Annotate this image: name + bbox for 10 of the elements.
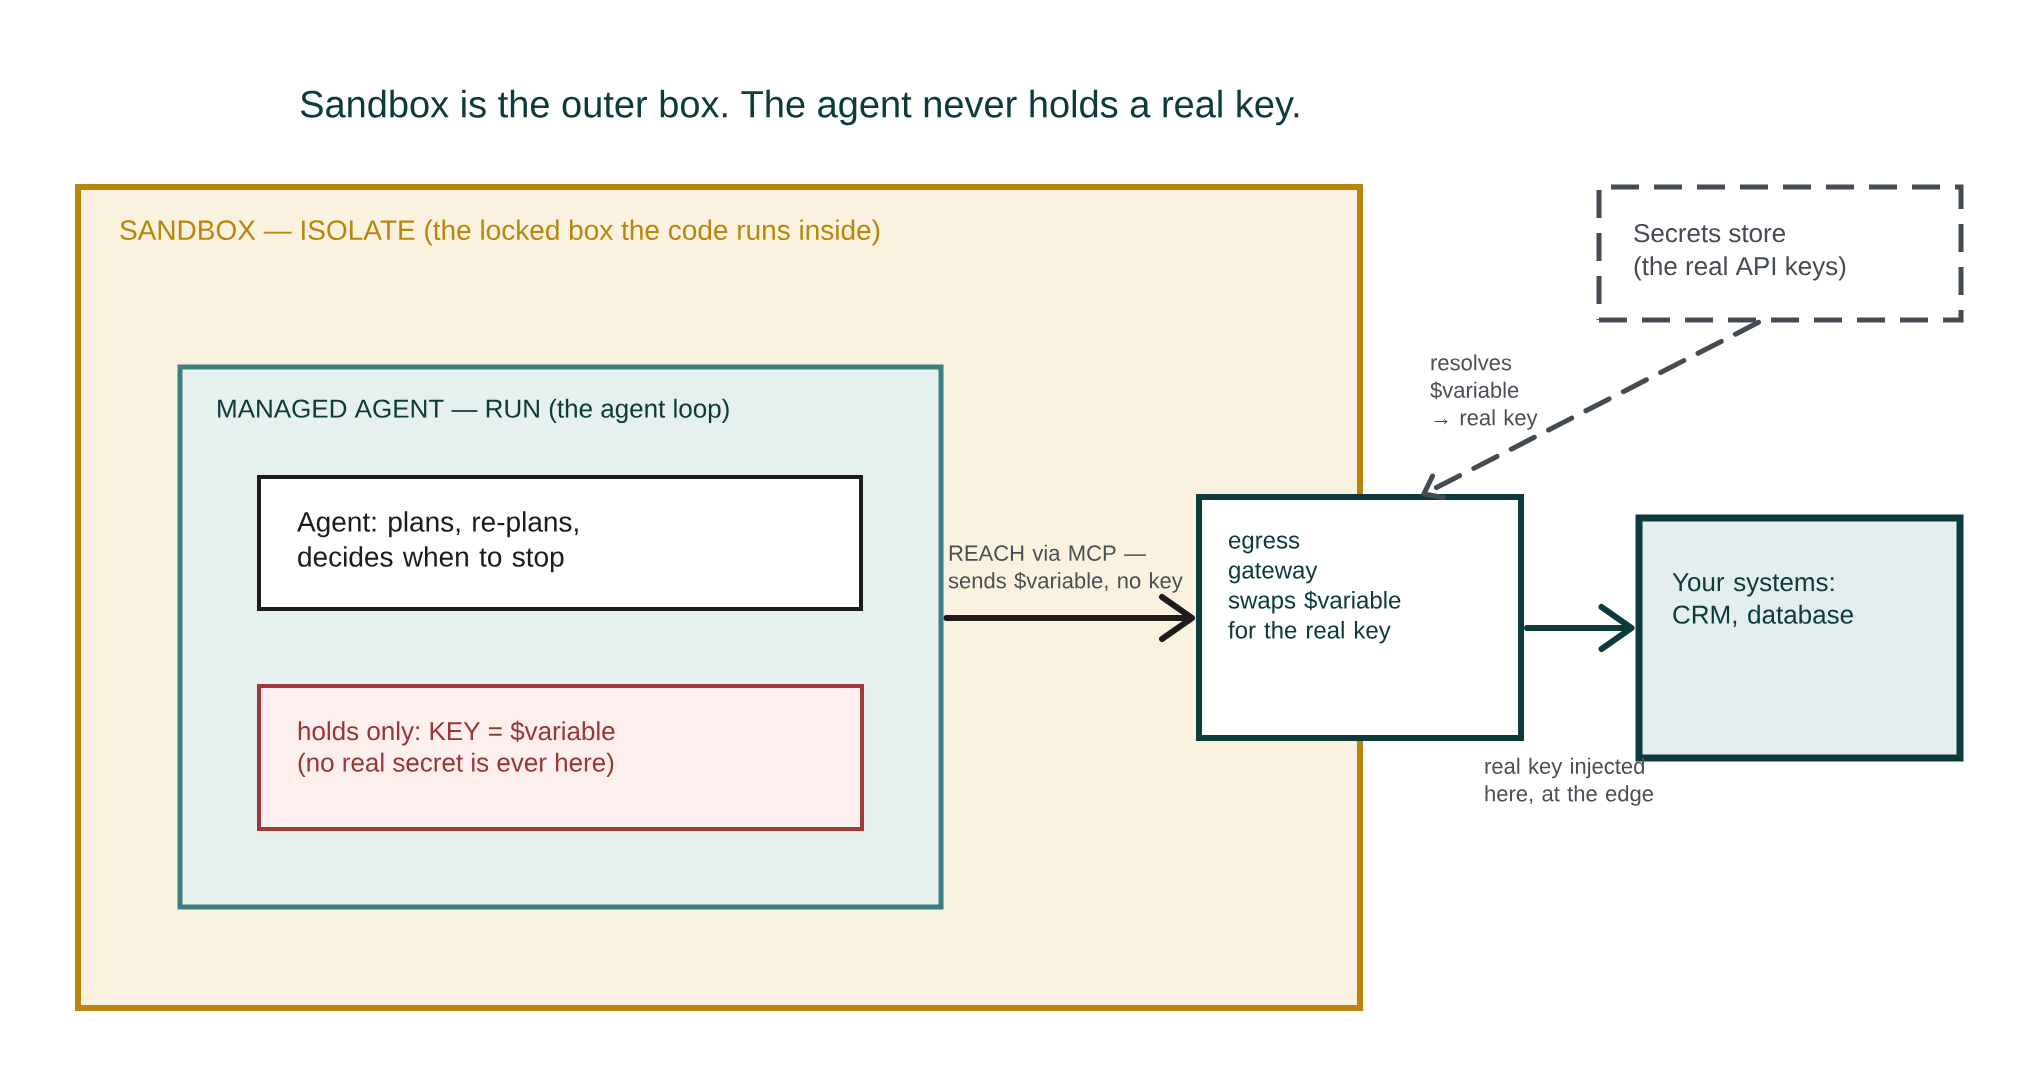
process-box: egress gateway swaps $variable for the real key	[1196, 494, 1524, 741]
arrow	[943, 594, 1195, 642]
title: Sandbox is the outer box. The agent never holds a real key.	[300, 89, 1299, 126]
arrow	[1524, 604, 1635, 652]
dashed-arrow	[1421, 319, 1762, 500]
note-box: holds only: KEY = $variable (no real secret is ever here)	[257, 684, 864, 831]
dashed-box: Secrets store (the real API keys)	[1596, 184, 1964, 323]
process-box: Agent: plans, re-plans, decides when to stop	[257, 475, 863, 611]
edge-label: REACH via MCP — sends $variable, no key	[948, 544, 1183, 593]
edge-label: resolves $variable → real key	[1430, 354, 1538, 430]
